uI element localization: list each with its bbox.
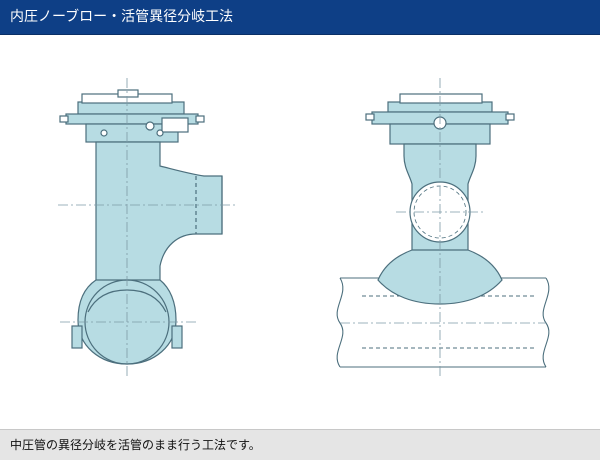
main-pipe <box>336 277 550 368</box>
front-view <box>336 78 550 379</box>
fitting-bolt <box>156 129 164 137</box>
flange-cap <box>399 93 483 104</box>
caption-bar: 中圧管の異径分岐を活管のまま行う工法です。 <box>0 429 600 460</box>
pipe-break-right <box>542 277 550 368</box>
technical-drawing <box>58 78 550 379</box>
front-view-centerlines <box>396 78 484 379</box>
bolt <box>365 113 375 121</box>
diagram-canvas <box>0 34 600 429</box>
screw-head <box>145 121 155 131</box>
fitting-bolt <box>100 129 108 137</box>
side-view <box>59 89 223 365</box>
clamp-tab <box>71 325 83 349</box>
bolt <box>59 115 69 123</box>
clamp-tab <box>171 325 183 349</box>
valve-top <box>117 89 139 98</box>
tee-body <box>95 141 223 285</box>
title-bar: 内圧ノーブロー・活管異径分岐工法 <box>0 0 600 35</box>
side-view-centerlines <box>58 78 238 379</box>
bolt <box>195 115 205 123</box>
caption-text: 中圧管の異径分岐を活管のまま行う工法です。 <box>10 438 261 452</box>
page-title: 内圧ノーブロー・活管異径分岐工法 <box>10 9 234 25</box>
bolt <box>505 113 515 121</box>
pipe-break-left <box>336 277 344 368</box>
side-screw <box>161 117 189 133</box>
top-flange <box>77 101 185 115</box>
